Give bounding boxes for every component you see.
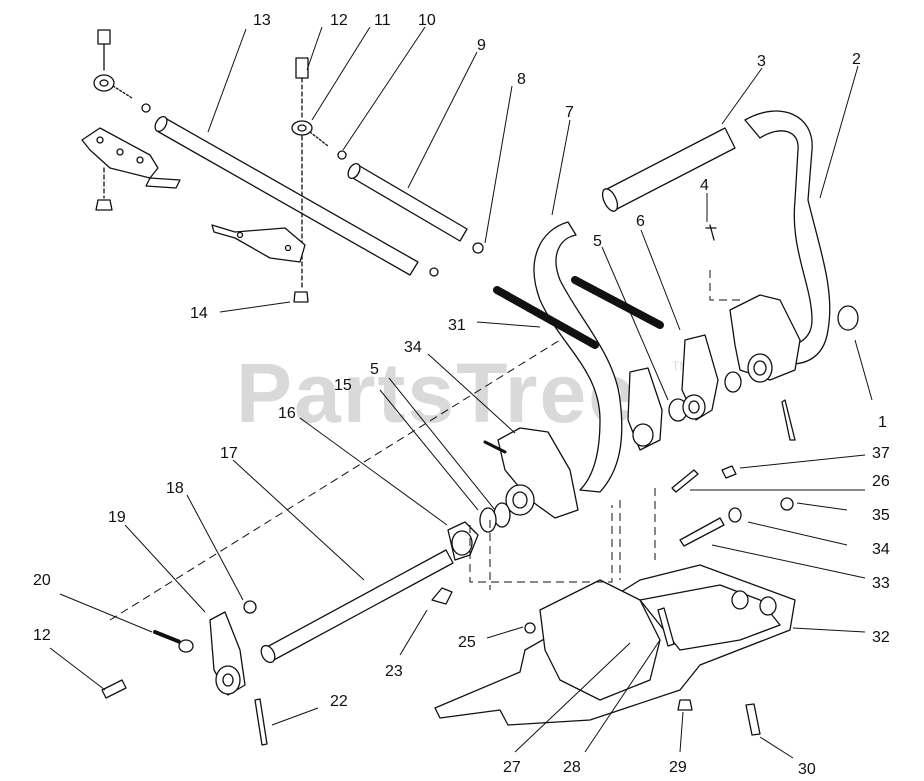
part-31-spring-left xyxy=(493,286,599,349)
callout-34-center: 34 xyxy=(404,339,422,356)
callout-5-upper: 5 xyxy=(593,233,602,250)
part-29-nut xyxy=(677,699,693,711)
callout-27: 27 xyxy=(503,759,521,776)
part-35-nut xyxy=(780,497,794,511)
callout-1: 1 xyxy=(878,414,887,431)
leader-lines xyxy=(49,26,873,759)
part-31-spring-right xyxy=(571,276,664,329)
part-26-bolt xyxy=(671,469,699,493)
callout-22: 22 xyxy=(330,693,348,710)
part-9-rod xyxy=(347,162,468,242)
callout-14: 14 xyxy=(190,305,208,322)
callout-34-right: 34 xyxy=(872,541,890,558)
callout-32: 32 xyxy=(872,629,890,646)
part-7-handle-tube xyxy=(533,221,623,493)
watermark: PartsTree xyxy=(236,346,637,440)
callout-25: 25 xyxy=(458,634,476,651)
part-3-grip xyxy=(601,127,736,212)
part-32-base-plate xyxy=(434,564,796,726)
callout-20: 20 xyxy=(33,572,51,589)
part-12-bolt-left xyxy=(101,679,127,699)
callout-23: 23 xyxy=(385,663,403,680)
callout-31: 31 xyxy=(448,317,466,334)
part-28-bolt xyxy=(657,607,675,647)
callout-10: 10 xyxy=(418,12,436,29)
callout-6: 6 xyxy=(636,213,645,230)
callout-35: 35 xyxy=(872,507,890,524)
callout-16: 16 xyxy=(278,405,296,422)
part-nut-mid xyxy=(429,267,439,277)
callout-19: 19 xyxy=(108,509,126,526)
part-center-bracket xyxy=(483,427,579,519)
callout-labels: 1 2 3 4 5 5 6 7 8 9 10 11 12 12 13 14 15… xyxy=(33,12,890,778)
callout-4: 4 xyxy=(700,177,709,194)
part-6-arm xyxy=(681,334,719,421)
part-15-washer xyxy=(479,507,497,533)
callout-33: 33 xyxy=(872,575,890,592)
part-8-nut xyxy=(472,242,484,254)
part-34-bushing xyxy=(728,507,742,523)
part-30-bolt xyxy=(745,703,761,736)
part-33-bolt xyxy=(679,517,725,547)
part-18-nut xyxy=(243,600,257,614)
part-17-rod xyxy=(260,549,454,664)
part-13-long-rod xyxy=(154,115,419,276)
part-14-bracket xyxy=(211,224,309,303)
callout-7: 7 xyxy=(565,104,574,121)
callout-12-top: 12 xyxy=(330,12,348,29)
callout-37: 37 xyxy=(872,445,890,462)
callout-30: 30 xyxy=(798,761,816,778)
callout-28: 28 xyxy=(563,759,581,776)
callout-29: 29 xyxy=(669,759,687,776)
part-16-bushing xyxy=(447,521,479,561)
callout-2: 2 xyxy=(852,51,861,68)
part-5-arm-upper xyxy=(627,367,688,451)
callout-18: 18 xyxy=(166,480,184,497)
part-5-washer xyxy=(493,502,511,528)
part-20-bolt xyxy=(153,630,194,653)
callout-15: 15 xyxy=(334,377,352,394)
part-12-bolt-and-11-eyebolt xyxy=(291,57,347,291)
part-right-bracket xyxy=(724,294,801,441)
callout-12-left: 12 xyxy=(33,627,51,644)
part-37-clip xyxy=(721,465,737,479)
part-19-arm xyxy=(209,611,246,696)
part-1-cap xyxy=(837,305,859,331)
callout-3: 3 xyxy=(757,53,766,70)
part-23-bolt xyxy=(431,587,453,605)
assembly-lines xyxy=(109,270,740,621)
part-4-pin xyxy=(705,224,717,241)
callout-9: 9 xyxy=(477,37,486,54)
callout-5-lower: 5 xyxy=(370,361,379,378)
callout-17: 17 xyxy=(220,445,238,462)
callout-8: 8 xyxy=(517,71,526,88)
part-bolt-top-left xyxy=(81,29,181,211)
callout-13: 13 xyxy=(253,12,271,29)
callout-26: 26 xyxy=(872,473,890,490)
part-25-nut xyxy=(524,622,536,634)
part-22-pin xyxy=(254,698,268,746)
callout-11: 11 xyxy=(374,12,391,29)
